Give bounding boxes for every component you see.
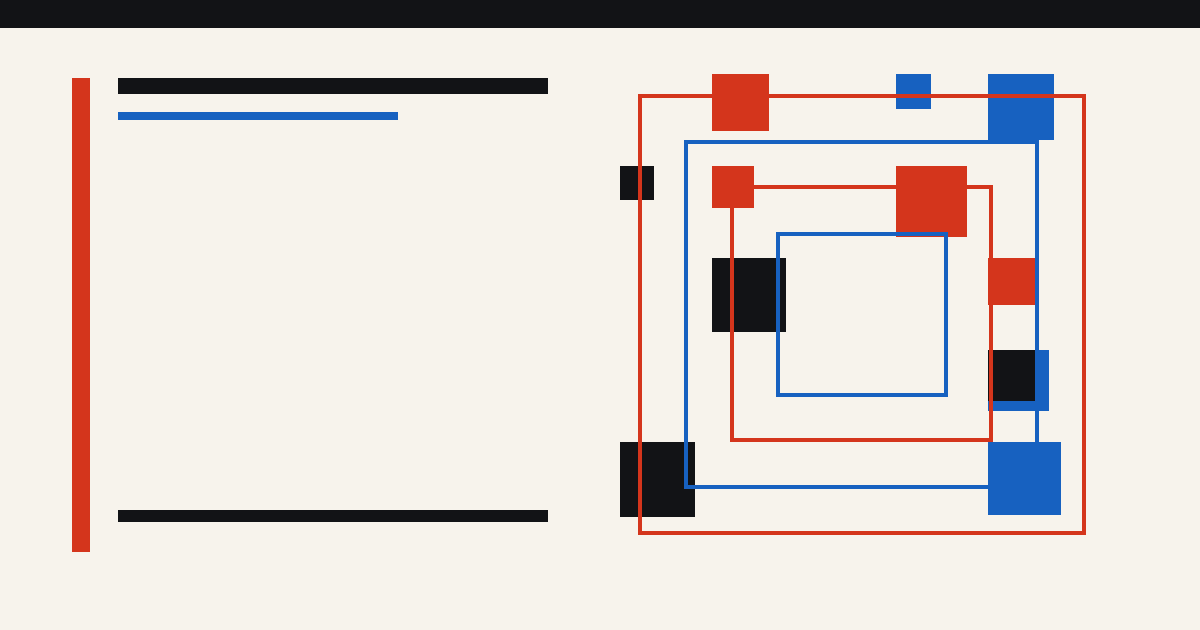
- blue-frame-large: [684, 140, 1039, 489]
- red-block-mid-large: [896, 166, 967, 237]
- headline-placeholder-bar: [118, 78, 548, 94]
- black-block-bottom-left: [620, 442, 695, 517]
- inner-blue-frame: [776, 232, 948, 397]
- top-bar: [0, 0, 1200, 28]
- blue-block-bottom-right: [988, 442, 1061, 515]
- red-accent-bar: [72, 78, 90, 552]
- black-block-right-overlay: [988, 350, 1035, 401]
- red-frame-medium: [730, 185, 993, 442]
- red-block-right: [988, 258, 1035, 305]
- black-block-center: [712, 258, 786, 332]
- blue-block-top-right: [988, 74, 1054, 140]
- blue-block-top-small: [896, 74, 931, 109]
- footer-placeholder-bar: [118, 510, 548, 522]
- red-block-top: [712, 74, 769, 131]
- subtitle-placeholder-bar: [118, 112, 398, 120]
- outer-red-frame: [638, 94, 1086, 535]
- black-block-left-small: [620, 166, 654, 200]
